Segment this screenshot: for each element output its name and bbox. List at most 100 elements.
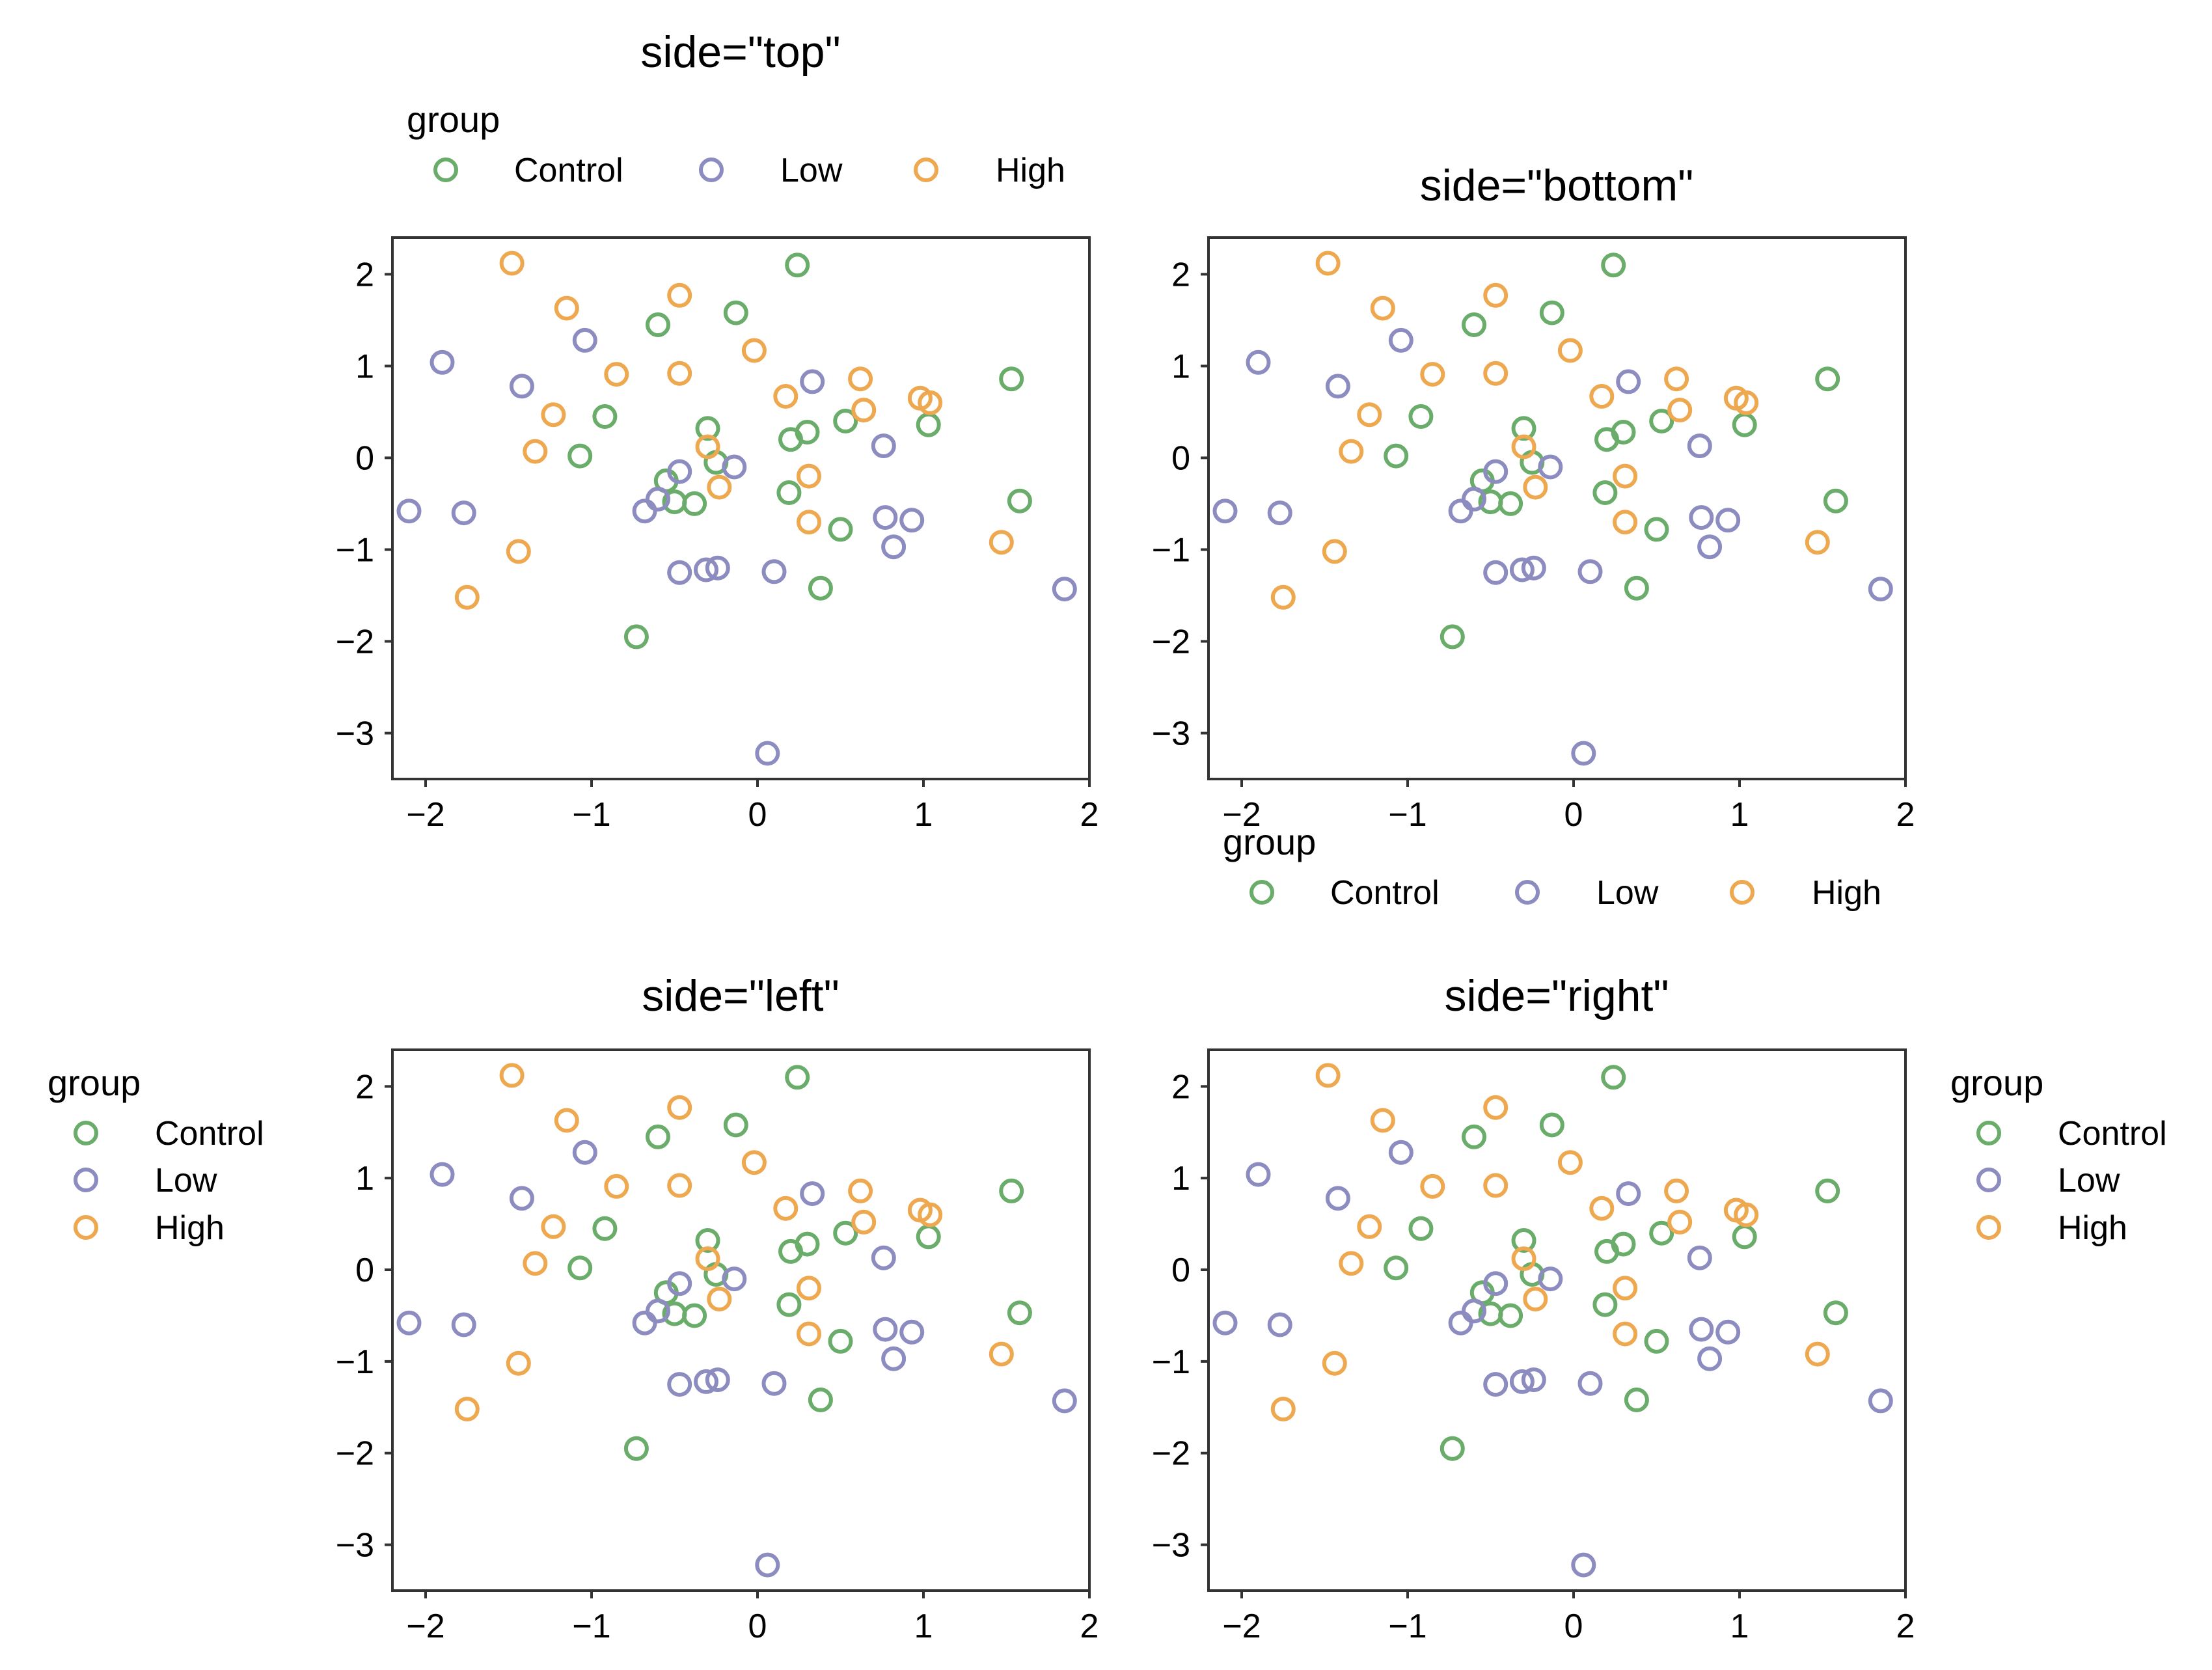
data-point: [632, 1310, 657, 1335]
y-tick-label: 1: [1171, 348, 1190, 385]
y-tick-label: 2: [1171, 1068, 1190, 1106]
data-point: [1325, 374, 1350, 399]
x-tick-label: 1: [1730, 796, 1749, 834]
data-point: [1357, 1214, 1382, 1239]
data-point: [741, 338, 767, 363]
data-point: [1523, 474, 1548, 500]
x-tick-label: 2: [1080, 1608, 1099, 1645]
data-point: [899, 1319, 925, 1345]
data-point: [755, 1552, 780, 1578]
legend-label-low: Low: [155, 1162, 217, 1199]
data-point: [723, 1112, 748, 1138]
data-point: [667, 361, 692, 386]
data-point: [808, 1388, 833, 1412]
legend-label-low: Low: [780, 152, 843, 189]
data-point: [722, 1266, 747, 1292]
panel-title: side="right": [1444, 971, 1669, 1020]
x-tick-label: −1: [1388, 796, 1427, 834]
data-point: [707, 1287, 732, 1312]
legend-title: group: [1223, 821, 1316, 862]
data-point: [541, 402, 566, 428]
data-point: [1420, 1173, 1445, 1199]
legend-marker-control: [74, 1121, 98, 1145]
data-point: [1511, 434, 1536, 459]
data-point: [800, 369, 825, 394]
data-point: [523, 439, 548, 464]
legend-label-high: High: [1812, 874, 1881, 912]
data-point: [1815, 1178, 1840, 1203]
data-point: [623, 624, 649, 650]
data-point: [1483, 1271, 1509, 1296]
series-control: [1384, 253, 1848, 650]
data-point: [800, 1181, 825, 1207]
data-point: [1498, 1303, 1523, 1328]
data-point: [871, 1245, 896, 1270]
data-point: [695, 1228, 720, 1253]
data-point: [1483, 1372, 1509, 1397]
data-point: [1388, 1140, 1413, 1165]
data-point: [1462, 1298, 1486, 1324]
data-point: [632, 499, 657, 524]
data-point: [705, 555, 730, 581]
x-tick-label: 2: [1080, 796, 1099, 834]
legend-label-high: High: [996, 152, 1065, 189]
data-point: [509, 1186, 534, 1211]
data-point: [1589, 384, 1615, 409]
data-point: [776, 480, 802, 505]
data-point: [1339, 439, 1364, 464]
data-point: [1483, 459, 1509, 484]
series-high: [1270, 251, 1830, 610]
data-point: [873, 505, 898, 530]
x-tick-label: −1: [572, 796, 610, 834]
data-point: [1322, 539, 1347, 564]
data-point: [1448, 1310, 1473, 1335]
data-point: [1315, 251, 1341, 276]
data-point: [1498, 491, 1523, 516]
data-point: [667, 1271, 692, 1296]
data-point: [722, 454, 747, 480]
data-point: [1267, 500, 1292, 526]
data-point: [1483, 1095, 1509, 1120]
data-point: [1388, 327, 1413, 353]
data-point: [833, 409, 858, 433]
data-point: [795, 1231, 820, 1257]
data-point: [1462, 1124, 1486, 1149]
data-point: [682, 1303, 707, 1328]
series-high: [1270, 1063, 1830, 1422]
data-point: [1270, 1397, 1296, 1422]
data-point: [1315, 1063, 1341, 1088]
data-point: [541, 1214, 566, 1239]
data-point: [396, 499, 422, 524]
data-point: [773, 384, 799, 409]
data-point: [1420, 362, 1445, 387]
data-point: [833, 1220, 858, 1246]
data-point: [1592, 480, 1618, 505]
data-point: [1624, 1388, 1649, 1412]
series-high: [454, 251, 1014, 610]
data-point: [604, 362, 629, 387]
data-point: [667, 282, 692, 308]
x-tick-label: 2: [1896, 796, 1915, 834]
data-point: [567, 1255, 593, 1281]
data-point: [1007, 488, 1032, 513]
data-point: [1601, 1065, 1626, 1090]
y-tick-label: −1: [336, 1343, 374, 1381]
series-high: [454, 1063, 1014, 1422]
data-point: [646, 1124, 670, 1149]
data-point: [667, 560, 692, 585]
data-point: [499, 251, 525, 276]
y-tick-label: −3: [1152, 1527, 1190, 1565]
data-point: [506, 1350, 531, 1376]
x-tick-label: −1: [572, 1608, 610, 1645]
legend-title: group: [1950, 1062, 2043, 1103]
y-tick-label: 2: [355, 1068, 374, 1106]
data-point: [1664, 366, 1689, 392]
data-point: [916, 1224, 941, 1250]
data-point: [1538, 454, 1563, 480]
data-point: [707, 474, 732, 500]
data-point: [506, 539, 531, 564]
plot-frame: [1207, 236, 1907, 780]
panel-title: side="left": [642, 971, 839, 1020]
